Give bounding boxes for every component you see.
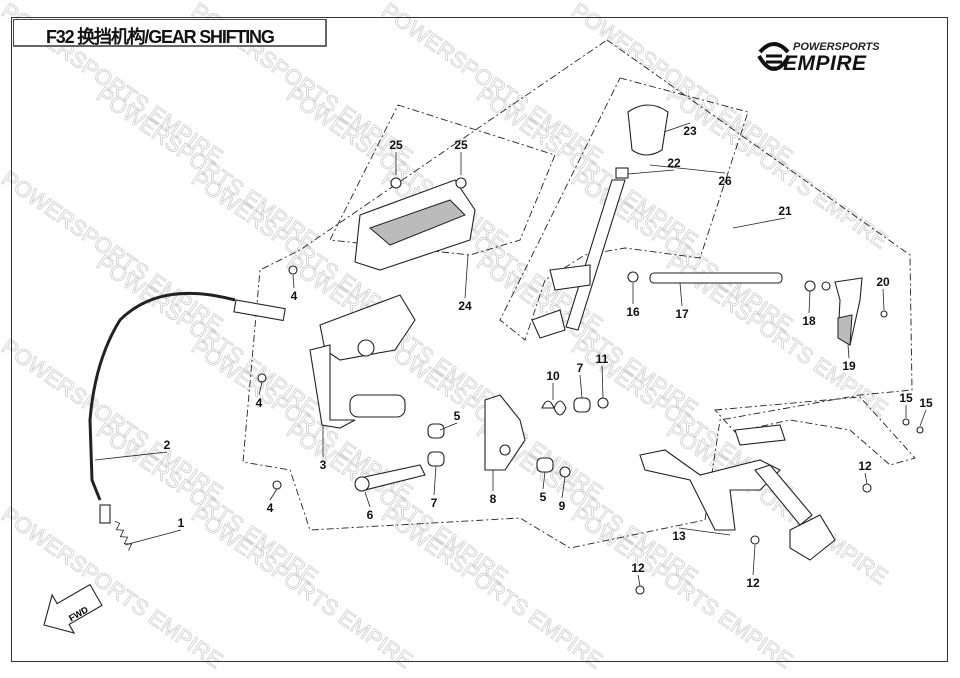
leader-line xyxy=(649,164,726,174)
shift-cable xyxy=(88,291,286,551)
callout-5: 5 xyxy=(454,409,461,423)
callout-2: 2 xyxy=(164,438,171,452)
logo-emblem-icon xyxy=(757,42,791,71)
diagram-frame xyxy=(11,17,948,662)
fwd-arrow: FWD xyxy=(43,583,103,634)
callout-3: 3 xyxy=(320,458,327,472)
callout-13: 13 xyxy=(672,529,686,543)
leader-line xyxy=(542,471,546,490)
boundary-bracket xyxy=(714,396,916,466)
callout-1: 1 xyxy=(178,516,185,530)
bushings xyxy=(427,397,609,478)
leader-line xyxy=(752,544,756,576)
shift-rod xyxy=(627,271,863,346)
callout-19: 19 xyxy=(842,359,856,373)
leader-line xyxy=(433,465,437,496)
logo-line1: POWERSPORTS xyxy=(793,41,880,53)
callout-22: 22 xyxy=(667,156,681,170)
callout-25: 25 xyxy=(389,138,403,152)
leader-lines xyxy=(94,122,927,587)
logo-line2: EMPIRE xyxy=(783,52,867,75)
pedal-bracket xyxy=(639,424,836,561)
callout-9: 9 xyxy=(559,499,566,513)
brand-logo: POWERSPORTS EMPIRE xyxy=(756,38,931,78)
callout-26: 26 xyxy=(718,174,732,188)
leader-line xyxy=(882,288,885,311)
leader-line xyxy=(124,529,182,546)
leader-line xyxy=(637,574,641,587)
callout-7: 7 xyxy=(431,496,438,510)
callout-7: 7 xyxy=(577,361,584,375)
callout-12: 12 xyxy=(631,561,645,575)
leader-line xyxy=(269,488,278,501)
shift-knob xyxy=(531,104,669,339)
callout-5: 5 xyxy=(540,490,547,504)
callout-4: 4 xyxy=(291,289,298,303)
callout-23: 23 xyxy=(683,124,697,138)
bracket xyxy=(309,294,416,429)
leader-line xyxy=(94,451,168,461)
leader-line xyxy=(292,274,295,289)
leader-line xyxy=(464,254,469,299)
callout-16: 16 xyxy=(626,305,640,319)
callout-11: 11 xyxy=(596,352,609,366)
leader-line xyxy=(919,409,927,427)
callout-8: 8 xyxy=(490,492,497,506)
leader-line xyxy=(732,217,786,229)
callout-21: 21 xyxy=(778,204,792,218)
leader-line xyxy=(864,472,868,485)
page-title: F32 换挡机构/GEAR SHIFTING xyxy=(46,27,275,47)
callout-15: 15 xyxy=(899,391,913,405)
shift-plate xyxy=(484,394,526,471)
callout-17: 17 xyxy=(675,307,689,321)
leader-line xyxy=(601,365,604,399)
leader-line xyxy=(678,527,731,536)
leader-line xyxy=(808,290,811,314)
leader-line xyxy=(579,374,583,399)
boundary-24 xyxy=(329,104,556,256)
shift-gate-cover xyxy=(354,177,476,271)
leader-line xyxy=(679,282,683,307)
leader-line xyxy=(439,422,458,431)
leader-line xyxy=(561,476,566,499)
callout-25: 25 xyxy=(454,138,468,152)
callout-15: 15 xyxy=(919,396,933,410)
title-box: F32 换挡机构/GEAR SHIFTING xyxy=(13,19,327,47)
callout-18: 18 xyxy=(802,314,816,328)
pivot-pin xyxy=(354,464,426,492)
boundary-26 xyxy=(499,77,749,341)
callout-10: 10 xyxy=(546,369,560,383)
boundary-21 xyxy=(242,39,913,549)
callout-6: 6 xyxy=(367,508,374,522)
callout-12: 12 xyxy=(746,576,760,590)
callout-4: 4 xyxy=(267,501,274,515)
callout-4: 4 xyxy=(256,396,263,410)
callout-24: 24 xyxy=(458,299,472,313)
bolts xyxy=(257,265,924,595)
leader-line xyxy=(627,169,675,175)
leader-line xyxy=(847,344,850,359)
leader-line xyxy=(364,491,371,508)
leader-line xyxy=(663,122,691,133)
leader-line xyxy=(258,381,263,396)
callout-20: 20 xyxy=(876,275,890,289)
callout-12: 12 xyxy=(858,459,872,473)
